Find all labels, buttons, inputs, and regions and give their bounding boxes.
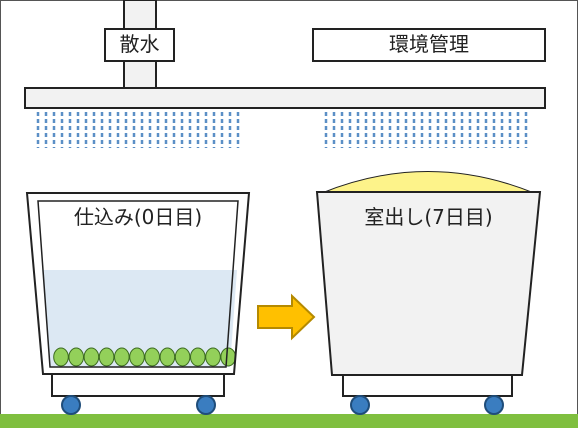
ground-strip [0, 414, 578, 428]
soybean [205, 347, 221, 367]
soybean [220, 347, 236, 367]
start-water [42, 270, 237, 367]
soybean [114, 347, 130, 367]
start-wheel-left-icon [61, 395, 81, 415]
start-container-inner [37, 200, 239, 368]
spray-nozzles-right [324, 112, 528, 148]
watering-label-box [104, 28, 175, 62]
start-wheel-right-icon [196, 395, 216, 415]
soybean [68, 347, 84, 367]
soybean [190, 347, 206, 367]
watering-label: 散水 [119, 32, 160, 56]
soybean [174, 347, 191, 367]
environment-control-label: 環境管理 [389, 32, 469, 56]
end-wheel-left-icon [350, 395, 370, 415]
header-pipe [24, 87, 546, 109]
soybean [144, 347, 160, 367]
end-tank-label: 室出し(7日目) [364, 205, 493, 229]
end-cart-base [342, 373, 513, 397]
spray-nozzles-left [36, 112, 240, 148]
soybean [98, 347, 115, 367]
start-cart-base [51, 373, 225, 397]
start-container [25, 192, 251, 375]
soybean [53, 347, 69, 367]
start-tank-label: 仕込み(0日目) [73, 205, 203, 229]
end-tank [315, 171, 542, 415]
right-arrow-icon [257, 293, 316, 341]
end-wheel-right-icon [484, 395, 504, 415]
sprout-mound [321, 171, 535, 194]
start-tank [25, 192, 251, 415]
end-container [315, 191, 542, 376]
soybean [129, 347, 145, 367]
soybean [159, 347, 176, 367]
environment-label-box [312, 28, 546, 62]
soybean [83, 347, 100, 367]
soybeans [53, 347, 236, 367]
